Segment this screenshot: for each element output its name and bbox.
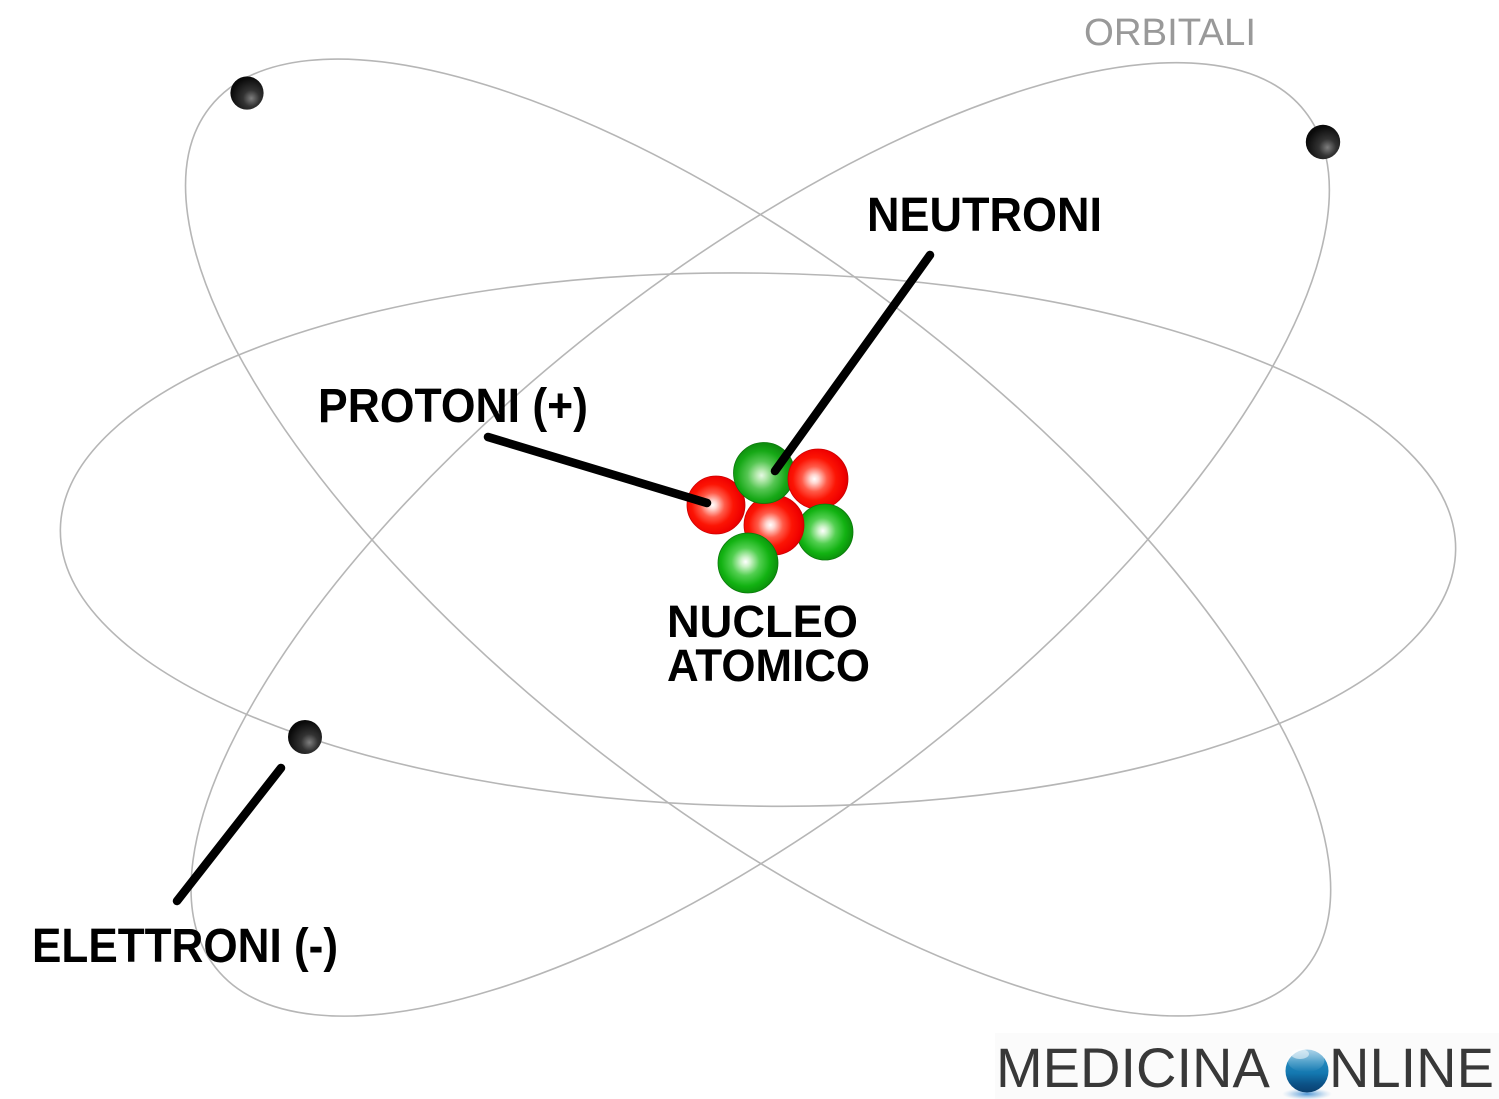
svg-text:ATOMICO: ATOMICO [667,640,870,691]
svg-text:ORBITALI: ORBITALI [1084,12,1256,54]
svg-text:PROTONI (+): PROTONI (+) [318,380,588,433]
svg-text:MEDICINA: MEDICINA [996,1036,1270,1099]
svg-text:NUCLEO: NUCLEO [667,596,858,647]
svg-text:NLINE: NLINE [1329,1036,1494,1099]
svg-text:NEUTRONI: NEUTRONI [867,189,1102,242]
svg-text:ELETTRONI (-): ELETTRONI (-) [32,920,338,973]
